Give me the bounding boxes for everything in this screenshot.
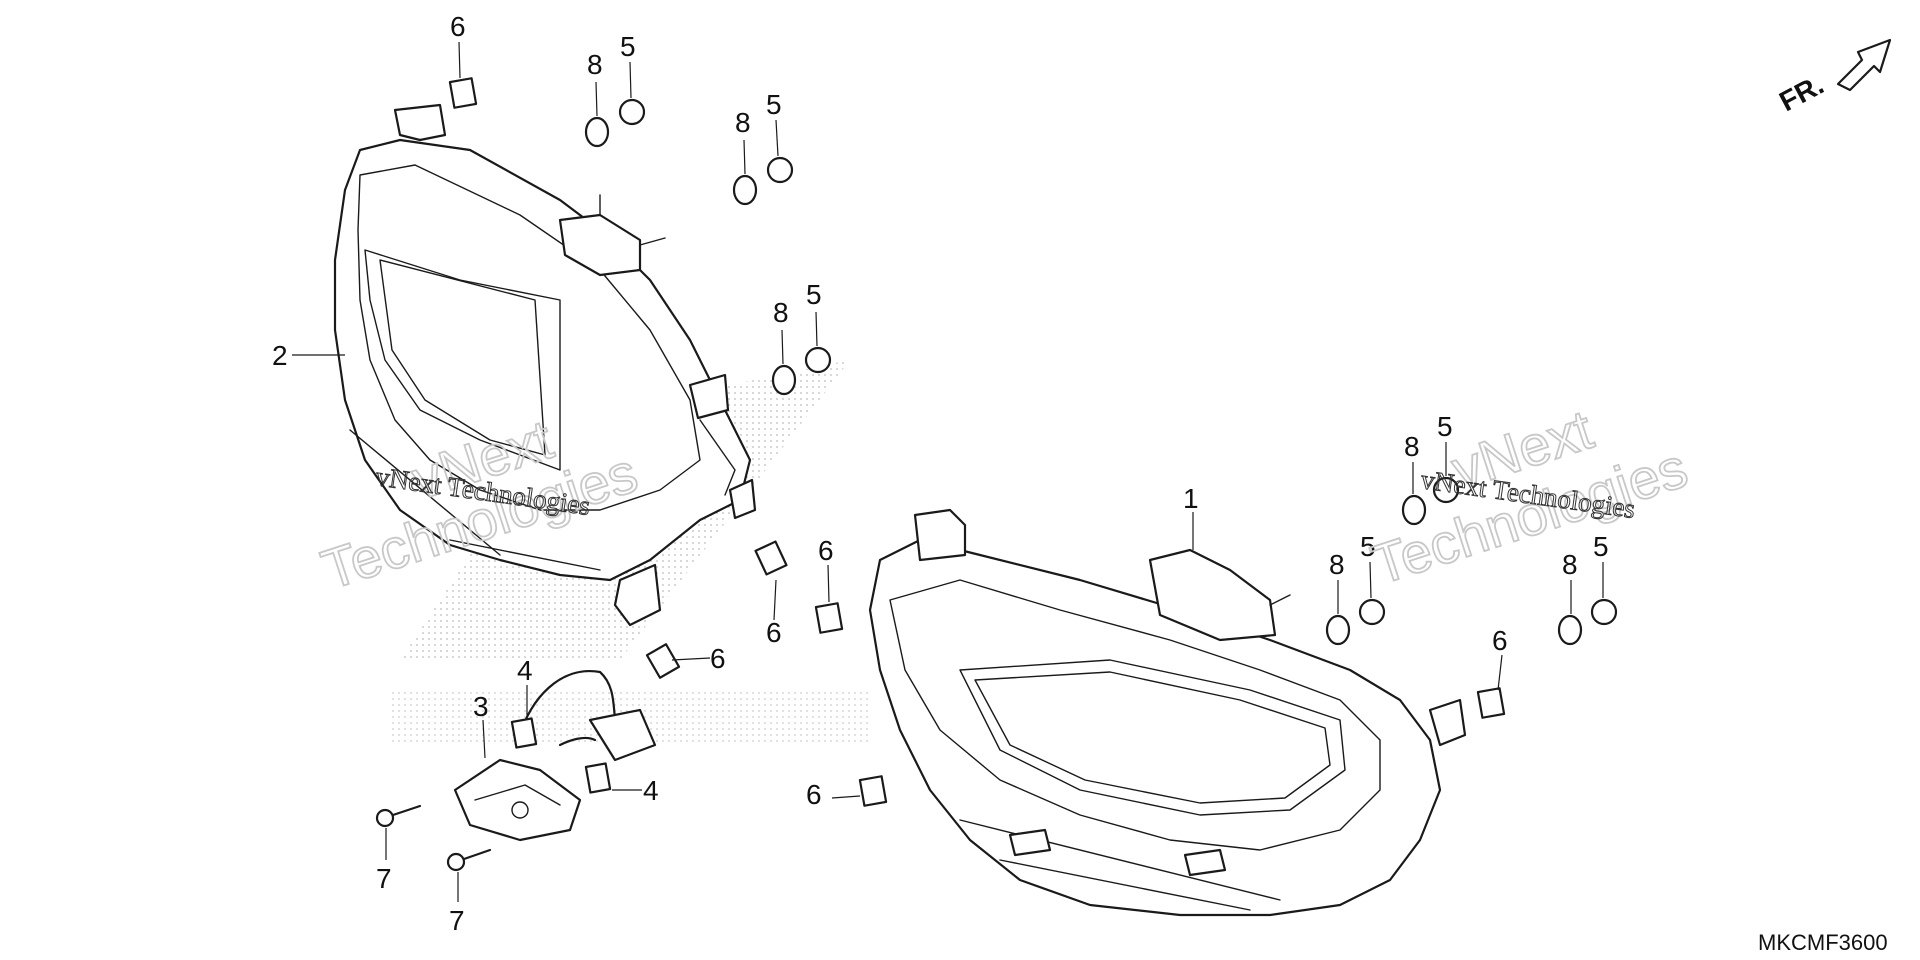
callout-number: 6 (818, 535, 834, 566)
front-direction-indicator: FR. (1774, 38, 1892, 118)
callout-number: 7 (376, 863, 392, 894)
small-parts (375, 77, 1618, 872)
callout-number: 5 (620, 31, 636, 62)
callout-number: 8 (587, 49, 603, 80)
callout-number: 5 (1437, 411, 1453, 442)
callout-number: 6 (450, 11, 466, 42)
callout-number: 8 (1404, 431, 1420, 462)
callout-number: 5 (1593, 531, 1609, 562)
front-arrow-icon (1836, 38, 1892, 92)
callout-number: 6 (766, 617, 782, 648)
callout-number: 5 (1360, 531, 1376, 562)
callouts: 6 8 5 8 5 8 5 2 1 8 5 8 5 8 5 6 6 6 6 4 … (272, 11, 1609, 936)
front-direction-label: FR. (1774, 69, 1828, 118)
callout-number: 8 (735, 107, 751, 138)
callout-number: 1 (1183, 483, 1199, 514)
callout-number: 8 (1329, 549, 1345, 580)
callout-number: 4 (643, 775, 659, 806)
bracket-wiring-assembly (453, 670, 657, 842)
callout-number: 3 (473, 691, 489, 722)
callout-number: 2 (272, 340, 288, 371)
callout-number: 6 (1492, 625, 1508, 656)
diagram-code: MKCMF3600 (1758, 930, 1888, 955)
headlight-right-assembly (868, 508, 1467, 917)
leader-lines (292, 41, 1604, 902)
callout-number: 8 (773, 297, 789, 328)
callout-number: 6 (710, 643, 726, 674)
callout-number: 8 (1562, 549, 1578, 580)
headlight-left-assembly (333, 103, 757, 627)
callout-number: 4 (517, 655, 533, 686)
callout-number: 6 (806, 779, 822, 810)
callout-number: 5 (766, 89, 782, 120)
callout-number: 7 (449, 905, 465, 936)
callout-number: 5 (806, 279, 822, 310)
